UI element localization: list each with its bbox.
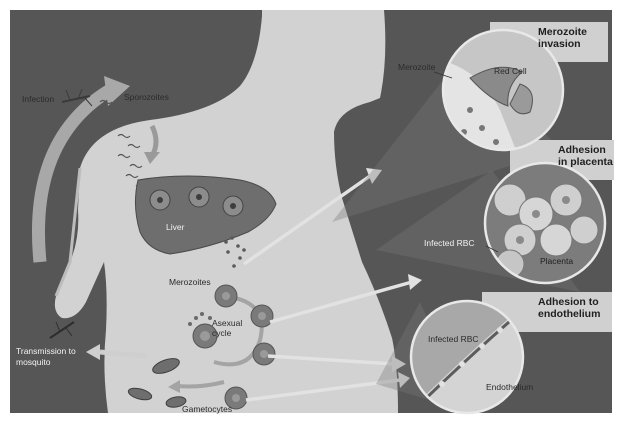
label-gametocytes: Gametocytes <box>182 404 232 414</box>
panel-title-adhesion-placenta: Adhesion in placenta <box>558 144 616 168</box>
label-infection: Infection <box>22 94 54 104</box>
label-infected-rbc-placenta: Infected RBC <box>424 238 475 248</box>
panel-title-adhesion-endothelium: Adhesion to endothelium <box>538 296 612 320</box>
panel-title-merozoite-invasion: Merozoite invasion <box>538 26 608 50</box>
label-liver: Liver <box>166 222 184 232</box>
label-endothelium: Endothelium <box>486 382 533 392</box>
label-sporozoites: Sporozoites <box>124 92 169 102</box>
label-red-cell: Red Cell <box>494 66 527 76</box>
label-transmission: Transmission to mosquito <box>16 346 86 368</box>
label-merozoites: Merozoites <box>169 277 211 287</box>
label-merozoite: Merozoite <box>398 62 435 72</box>
label-placenta: Placenta <box>540 256 573 266</box>
label-asexual-cycle: Asexual cycle <box>212 318 252 338</box>
label-infected-rbc-endothelium: Infected RBC <box>428 334 479 344</box>
